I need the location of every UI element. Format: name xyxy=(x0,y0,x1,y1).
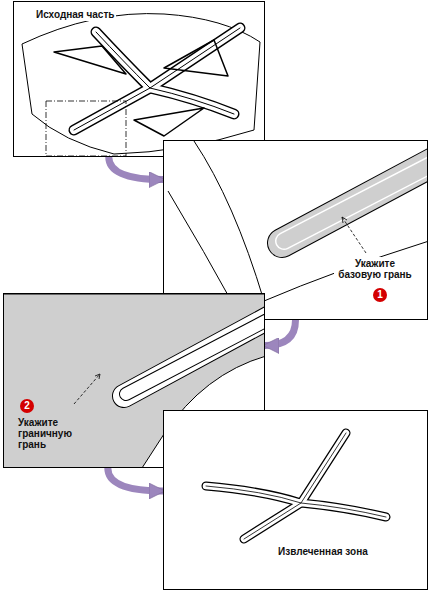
callout-number: 1 xyxy=(373,288,387,302)
step-panel: Исходная часть xyxy=(13,1,265,157)
part-illustration xyxy=(14,2,265,157)
step-arrow xyxy=(108,468,163,491)
step-arrow xyxy=(265,320,296,346)
part-illustration xyxy=(164,411,428,590)
step-caption: Исходная часть xyxy=(34,8,116,21)
step-caption: Укажите граничную грань xyxy=(16,416,98,451)
callout-number: 2 xyxy=(20,399,34,413)
step-arrow xyxy=(109,157,163,180)
step-caption: Извлеченная зона xyxy=(276,545,370,558)
step-caption: Укажите базовую грань xyxy=(334,257,416,281)
step-panel: Извлеченная зона xyxy=(163,410,428,590)
